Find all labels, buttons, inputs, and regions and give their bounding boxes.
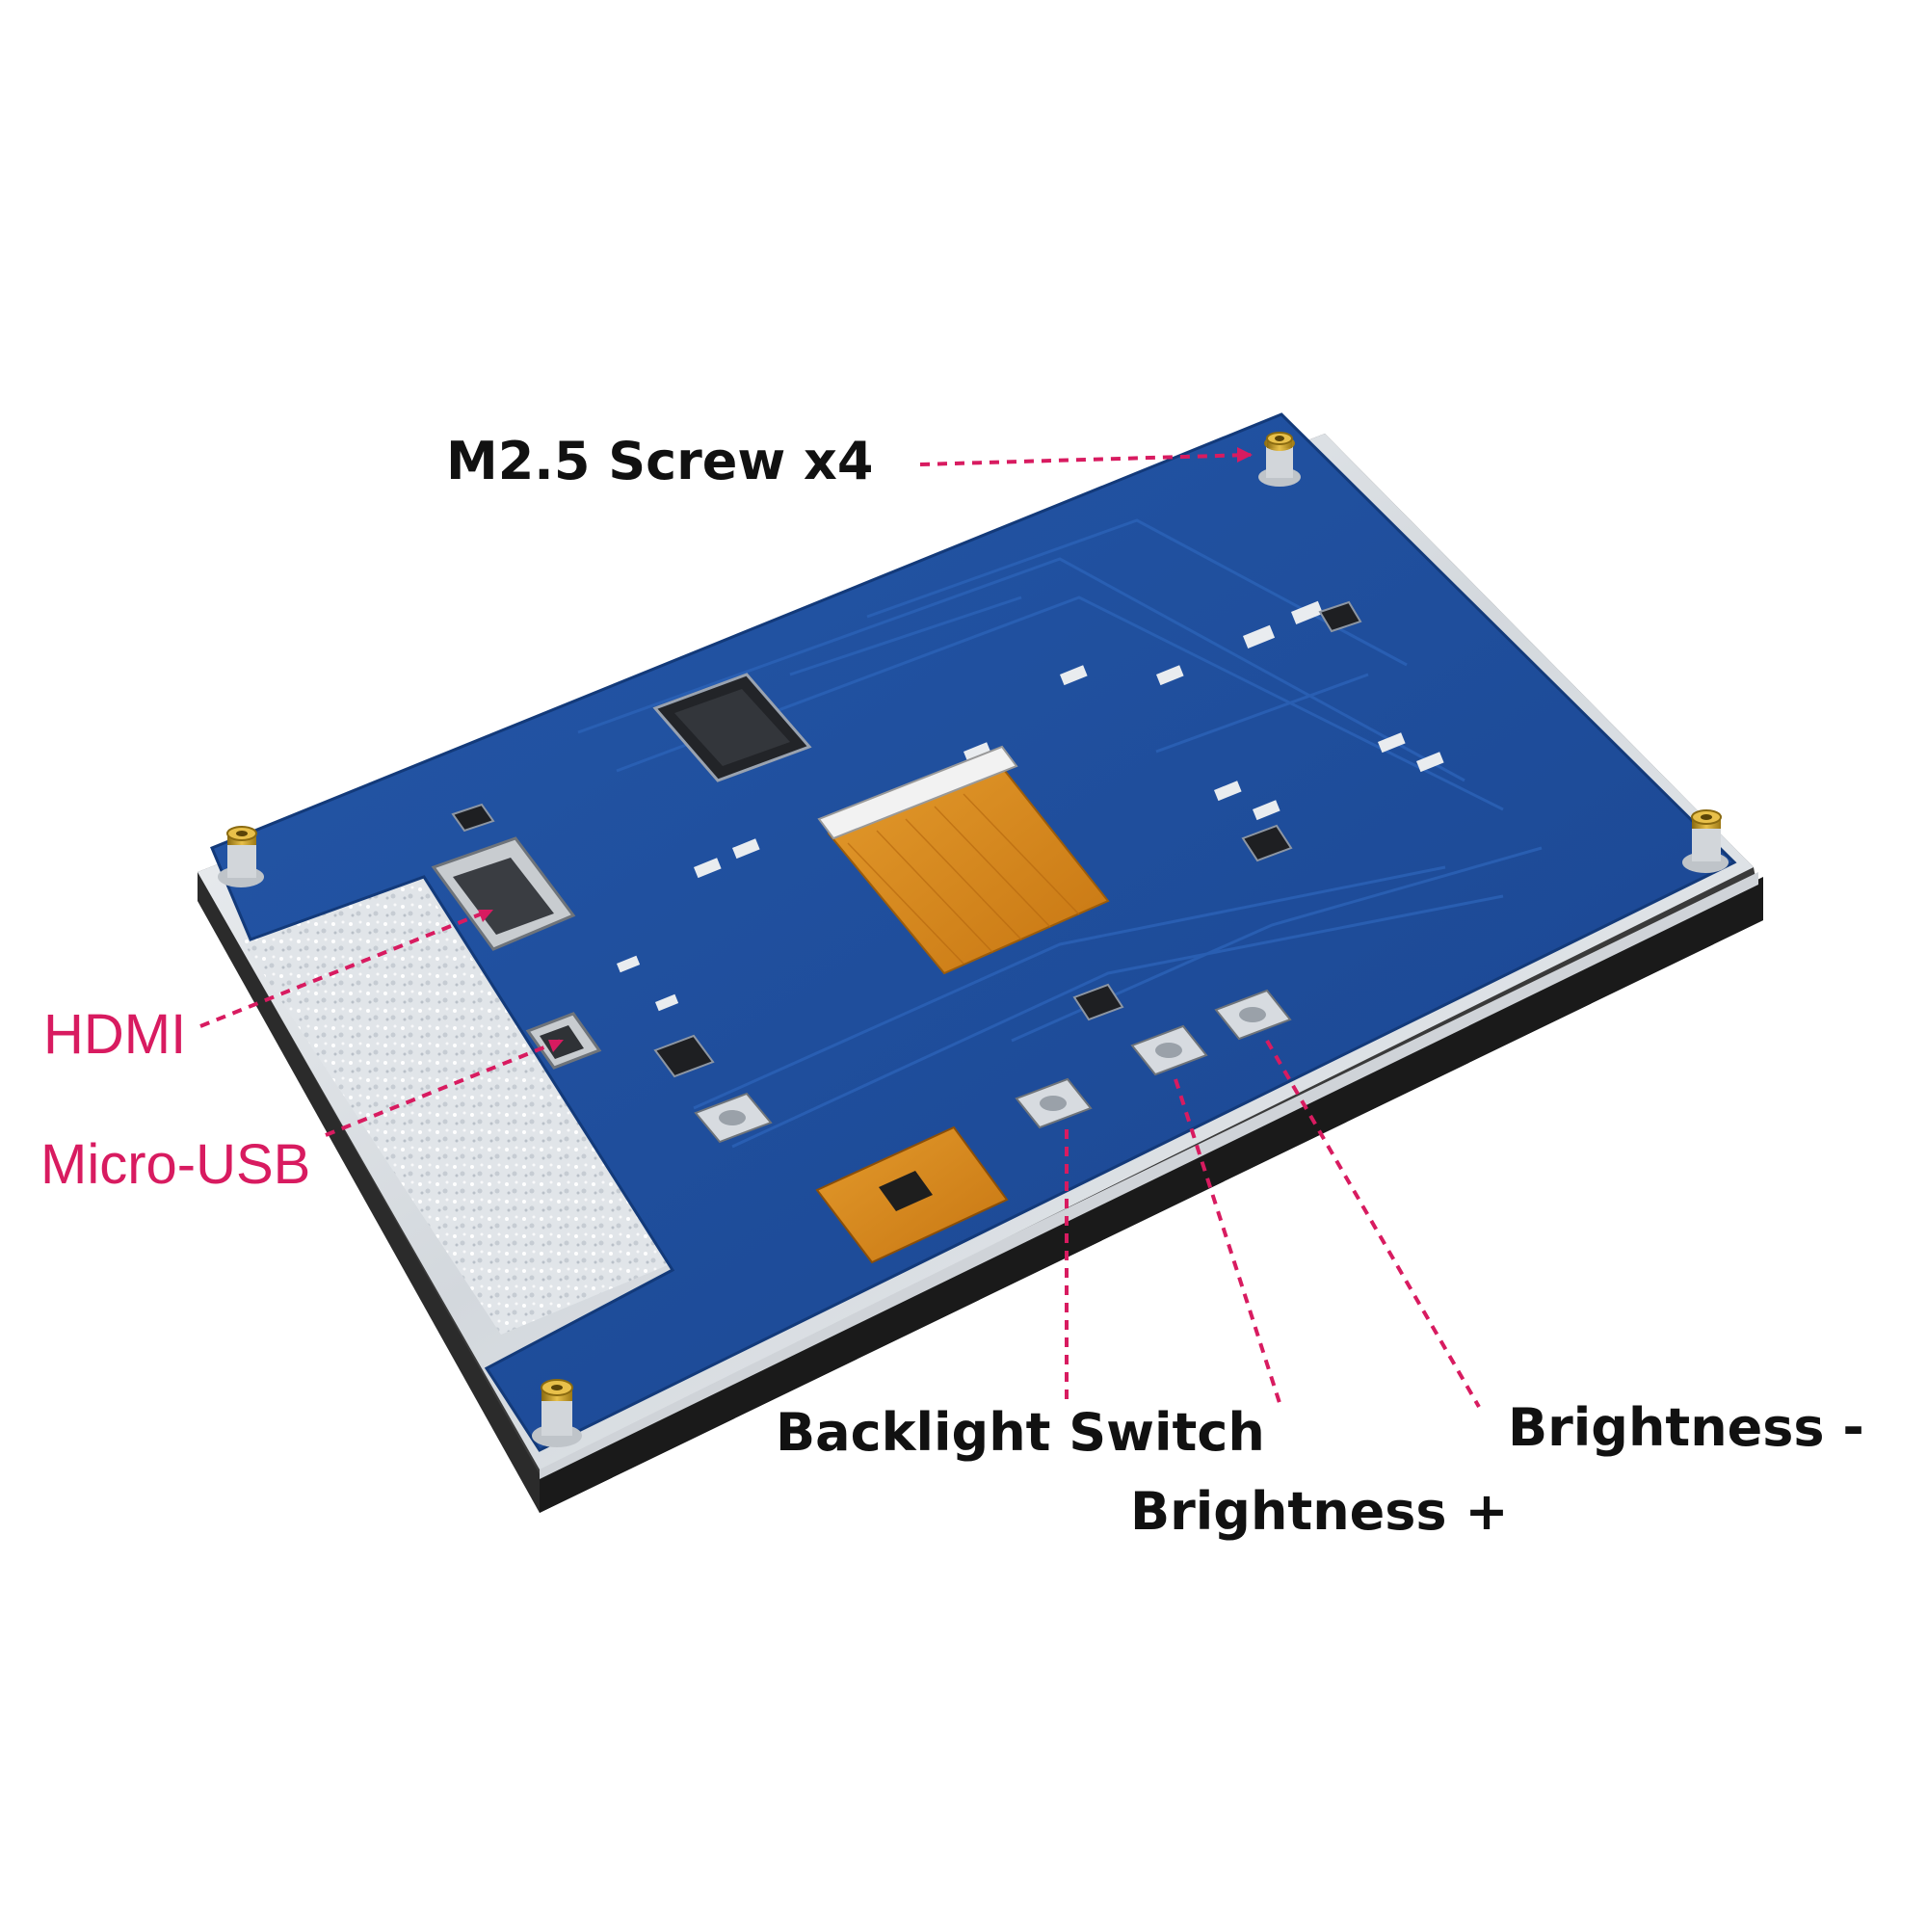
sparkle-panel-area — [241, 872, 674, 1335]
standoff-top-right — [1258, 432, 1301, 487]
smd-components — [617, 600, 1444, 1012]
tactile-button-brightness-plus — [1130, 1024, 1208, 1076]
micro-usb-label: Micro-USB — [40, 1133, 311, 1196]
brightness-plus-label: Brightness + — [1130, 1481, 1509, 1542]
flex-ribbon-cable — [817, 745, 1110, 975]
tactile-button-k1 — [694, 1092, 773, 1144]
brightness-plus-pointer-line — [1174, 1078, 1283, 1410]
touch-flex — [815, 1125, 1009, 1264]
standoff-left — [218, 826, 264, 887]
micro-usb-port — [525, 1012, 602, 1070]
backlight-switch-label: Backlight Switch — [776, 1402, 1265, 1463]
annotation-arrowheads — [478, 447, 1253, 1052]
annotation-lines — [199, 453, 1481, 1410]
screw-pointer-line — [919, 453, 1252, 466]
fpc-connector — [817, 745, 1018, 840]
screw-label: M2.5 Screw x4 — [446, 431, 874, 491]
hdmi-port — [431, 836, 576, 951]
brightness-minus-pointer-line — [1265, 1039, 1481, 1409]
main-controller-chip — [652, 673, 812, 782]
micro-usb-pointer-line — [325, 1039, 562, 1137]
standoff-right — [1682, 809, 1729, 873]
brightness-minus-label: Brightness - — [1508, 1397, 1864, 1458]
tactile-button-brightness-minus — [1214, 989, 1292, 1041]
standoff-bottom — [532, 1379, 582, 1447]
hdmi-label: HDMI — [43, 1003, 187, 1066]
small-ics — [451, 600, 1362, 1078]
tactile-button-backlight — [1015, 1077, 1093, 1129]
